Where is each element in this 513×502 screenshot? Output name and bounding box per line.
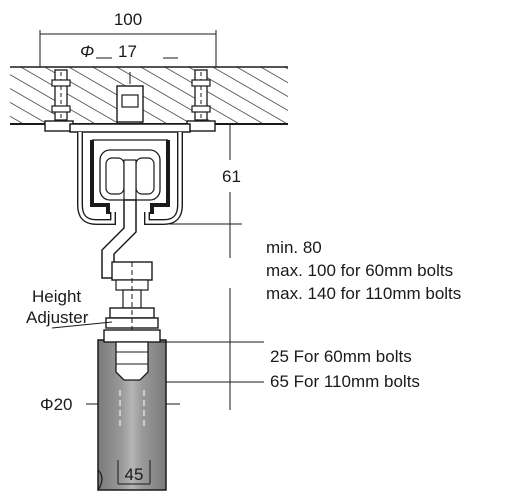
gap-notes: min. 80 max. 100 for 60mm bolts max. 140… xyxy=(266,238,461,303)
fixing-bolt-right xyxy=(186,69,216,132)
note-min-80: min. 80 xyxy=(266,238,322,257)
dim-100-text: 100 xyxy=(114,10,142,29)
dimension-61: 61 xyxy=(168,123,242,225)
height-adjuster-assembly xyxy=(105,261,159,330)
dimension-bolt-length xyxy=(166,342,264,410)
dimension-rod-dia: Φ20 xyxy=(40,395,180,414)
note-25-for-60mm: 25 For 60mm bolts xyxy=(270,347,412,366)
note-max-100: max. 100 for 60mm bolts xyxy=(266,261,453,280)
ceiling xyxy=(10,66,288,125)
dim-17-text: 17 xyxy=(118,42,137,61)
dim-phi20-text: Φ20 xyxy=(40,395,72,414)
dimension-width-100: 100 xyxy=(39,10,217,67)
dimension-gap xyxy=(160,224,264,343)
note-max-140: max. 140 for 110mm bolts xyxy=(266,284,461,303)
track-bracket xyxy=(69,123,191,225)
note-65-for-110mm: 65 For 110mm bolts xyxy=(270,372,420,391)
dim-45-text: 45 xyxy=(125,465,144,484)
door-panel xyxy=(97,329,167,491)
dimension-bottom-45: 45 xyxy=(117,460,151,485)
center-stud xyxy=(116,72,144,123)
height-label-line1: Height xyxy=(32,287,81,306)
phi-symbol: Φ xyxy=(80,42,94,61)
height-adjuster-label: Height Adjuster xyxy=(26,287,113,329)
dimension-bolt-dia: Φ 17 xyxy=(80,42,178,61)
dim-61-text: 61 xyxy=(222,167,241,186)
height-label-line2: Adjuster xyxy=(26,308,89,327)
fixing-bolt-left xyxy=(44,69,74,132)
trolley-wheels xyxy=(99,149,161,201)
